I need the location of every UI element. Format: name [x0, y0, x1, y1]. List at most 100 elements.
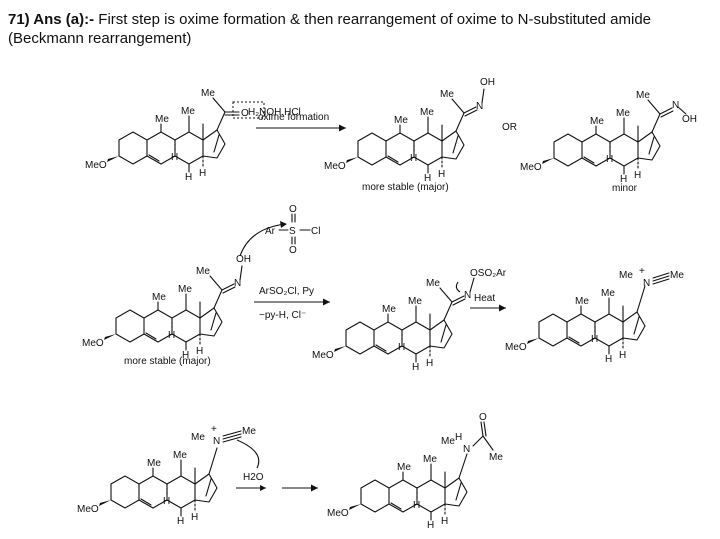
methoxy-label: MeO — [312, 350, 334, 361]
methyl-label: Me — [196, 266, 210, 277]
hydrogen-label: H — [168, 330, 175, 341]
heat-label: Heat — [474, 293, 495, 304]
oxygen-atom: O — [289, 245, 297, 256]
water-reagent: H2O — [243, 472, 264, 483]
hydroxyl-label: OH — [682, 114, 697, 125]
methyl-label: Me — [242, 426, 256, 437]
hydrogen-label: H — [620, 174, 627, 185]
amide-hydrogen: H — [455, 432, 462, 443]
hydrogen-label: H — [634, 170, 641, 181]
methyl-label: Me — [397, 462, 411, 473]
hydroxyl-label: OH — [236, 254, 251, 265]
methyl-label: Me — [616, 108, 630, 119]
methyl-label: Me — [394, 115, 408, 126]
methoxy-label: MeO — [505, 342, 527, 353]
methyl-label: Me — [152, 292, 166, 303]
hydrogen-label: H — [182, 350, 189, 361]
pregnenolone-methyl-ether: O Me Me Me H H H MeO — [85, 88, 265, 183]
nitrilium-ion: + N Me Me Me Me H H H MeO — [505, 266, 684, 365]
plus-charge: + — [639, 266, 645, 277]
aryl-label: Ar — [265, 226, 276, 237]
answer-number: 71) Ans (a):- — [8, 11, 95, 28]
oxime-major: N OH Me Me Me H H H MeO — [324, 77, 495, 184]
methyl-label: Me — [423, 454, 437, 465]
oxime-sulfonate: N OSO₂Ar Me Me Me H H H MeO — [312, 268, 507, 373]
sulfonate-label: OSO₂Ar — [470, 268, 507, 279]
methoxy-label: MeO — [520, 162, 542, 173]
oxygen-atom: O — [479, 412, 487, 423]
nitrogen-atom: N — [213, 436, 220, 447]
question-heading: 71) Ans (a):- First step is oxime format… — [8, 10, 712, 48]
methyl-label: Me — [181, 106, 195, 117]
chlorine-atom: Cl — [311, 226, 320, 237]
plus-charge: + — [211, 424, 217, 435]
hydrogen-label: H — [191, 512, 198, 523]
or-label: OR — [502, 122, 517, 133]
hydrogen-label: H — [185, 172, 192, 183]
sulfonylation-reagent: ArSO₂Cl, Py — [259, 286, 314, 297]
nitrogen-atom: N — [672, 100, 679, 111]
methyl-label: Me — [201, 88, 215, 99]
oxime-minor: N OH Me Me Me H H H MeO — [520, 90, 697, 185]
oxime-start: N OH Me Me Me H H H MeO — [82, 254, 251, 361]
hydrolysis-arrow — [236, 484, 318, 492]
hydrogen-label: H — [427, 520, 434, 531]
hydrogen-label: H — [438, 169, 445, 180]
methoxy-label: MeO — [85, 160, 107, 171]
nitrogen-atom: N — [643, 278, 650, 289]
hydrogen-label: H — [199, 168, 206, 179]
nitrogen-atom: N — [464, 290, 471, 301]
methoxy-label: MeO — [77, 504, 99, 515]
methyl-label: Me — [636, 90, 650, 101]
methyl-label: Me — [601, 288, 615, 299]
hydroxyl-label: OH — [480, 77, 495, 88]
oxime-formation-arrow — [256, 124, 346, 132]
major-product-label: more stable (major) — [362, 182, 449, 193]
hydrogen-label: H — [410, 153, 417, 164]
methyl-label: Me — [173, 450, 187, 461]
methoxy-label: MeO — [82, 338, 104, 349]
methyl-label: Me — [590, 116, 604, 127]
nitrogen-atom: N — [234, 278, 241, 289]
methyl-label: Me — [155, 114, 169, 125]
hydrogen-label: H — [196, 346, 203, 357]
methyl-label: Me — [178, 284, 192, 295]
methyl-label: Me — [382, 304, 396, 315]
acetamide-product: H N O Me Me Me Me H H H MeO — [327, 412, 503, 531]
methyl-label: Me — [441, 436, 455, 447]
methyl-label: Me — [619, 270, 633, 281]
reagent-hydroxylamine: H₂NOH.HCl — [248, 107, 301, 118]
arylsulfonyl-chloride: Ar S Cl O O — [239, 204, 320, 257]
hydrogen-label: H — [606, 154, 613, 165]
hydrogen-label: H — [591, 334, 598, 345]
start-label: more stable (major) — [124, 356, 211, 367]
sulfonylation-byproducts: −py-H, Cl⁻ — [259, 310, 306, 321]
heat-arrow — [470, 304, 506, 312]
hydrogen-label: H — [605, 354, 612, 365]
hydrogen-label: H — [163, 496, 170, 507]
nitrilium-ion-hydrolysis: + N Me Me Me Me H H H MeO — [77, 424, 260, 527]
hydrogen-label: H — [177, 516, 184, 527]
answer-explanation: First step is oxime formation & then rea… — [8, 11, 652, 47]
methyl-label: Me — [489, 452, 503, 463]
hydrogen-label: H — [413, 500, 420, 511]
hydrogen-label: H — [398, 342, 405, 353]
methyl-label: Me — [420, 107, 434, 118]
methyl-label: Me — [575, 296, 589, 307]
methyl-label: Me — [408, 296, 422, 307]
hydrogen-label: H — [441, 516, 448, 527]
methoxy-label: MeO — [327, 508, 349, 519]
methoxy-label: MeO — [324, 161, 346, 172]
methyl-label: Me — [426, 278, 440, 289]
minor-product-label: minor — [612, 183, 638, 194]
hydrogen-label: H — [619, 350, 626, 361]
hydrogen-label: H — [412, 362, 419, 373]
oxygen-atom: O — [289, 204, 297, 215]
sulfur-atom: S — [289, 226, 296, 237]
methyl-label: Me — [670, 270, 684, 281]
nitrogen-atom: N — [476, 101, 483, 112]
sulfonylation-arrow — [254, 298, 330, 306]
nitrogen-atom: N — [463, 444, 470, 455]
oxime-formation-label: oxime formation — [258, 112, 329, 123]
